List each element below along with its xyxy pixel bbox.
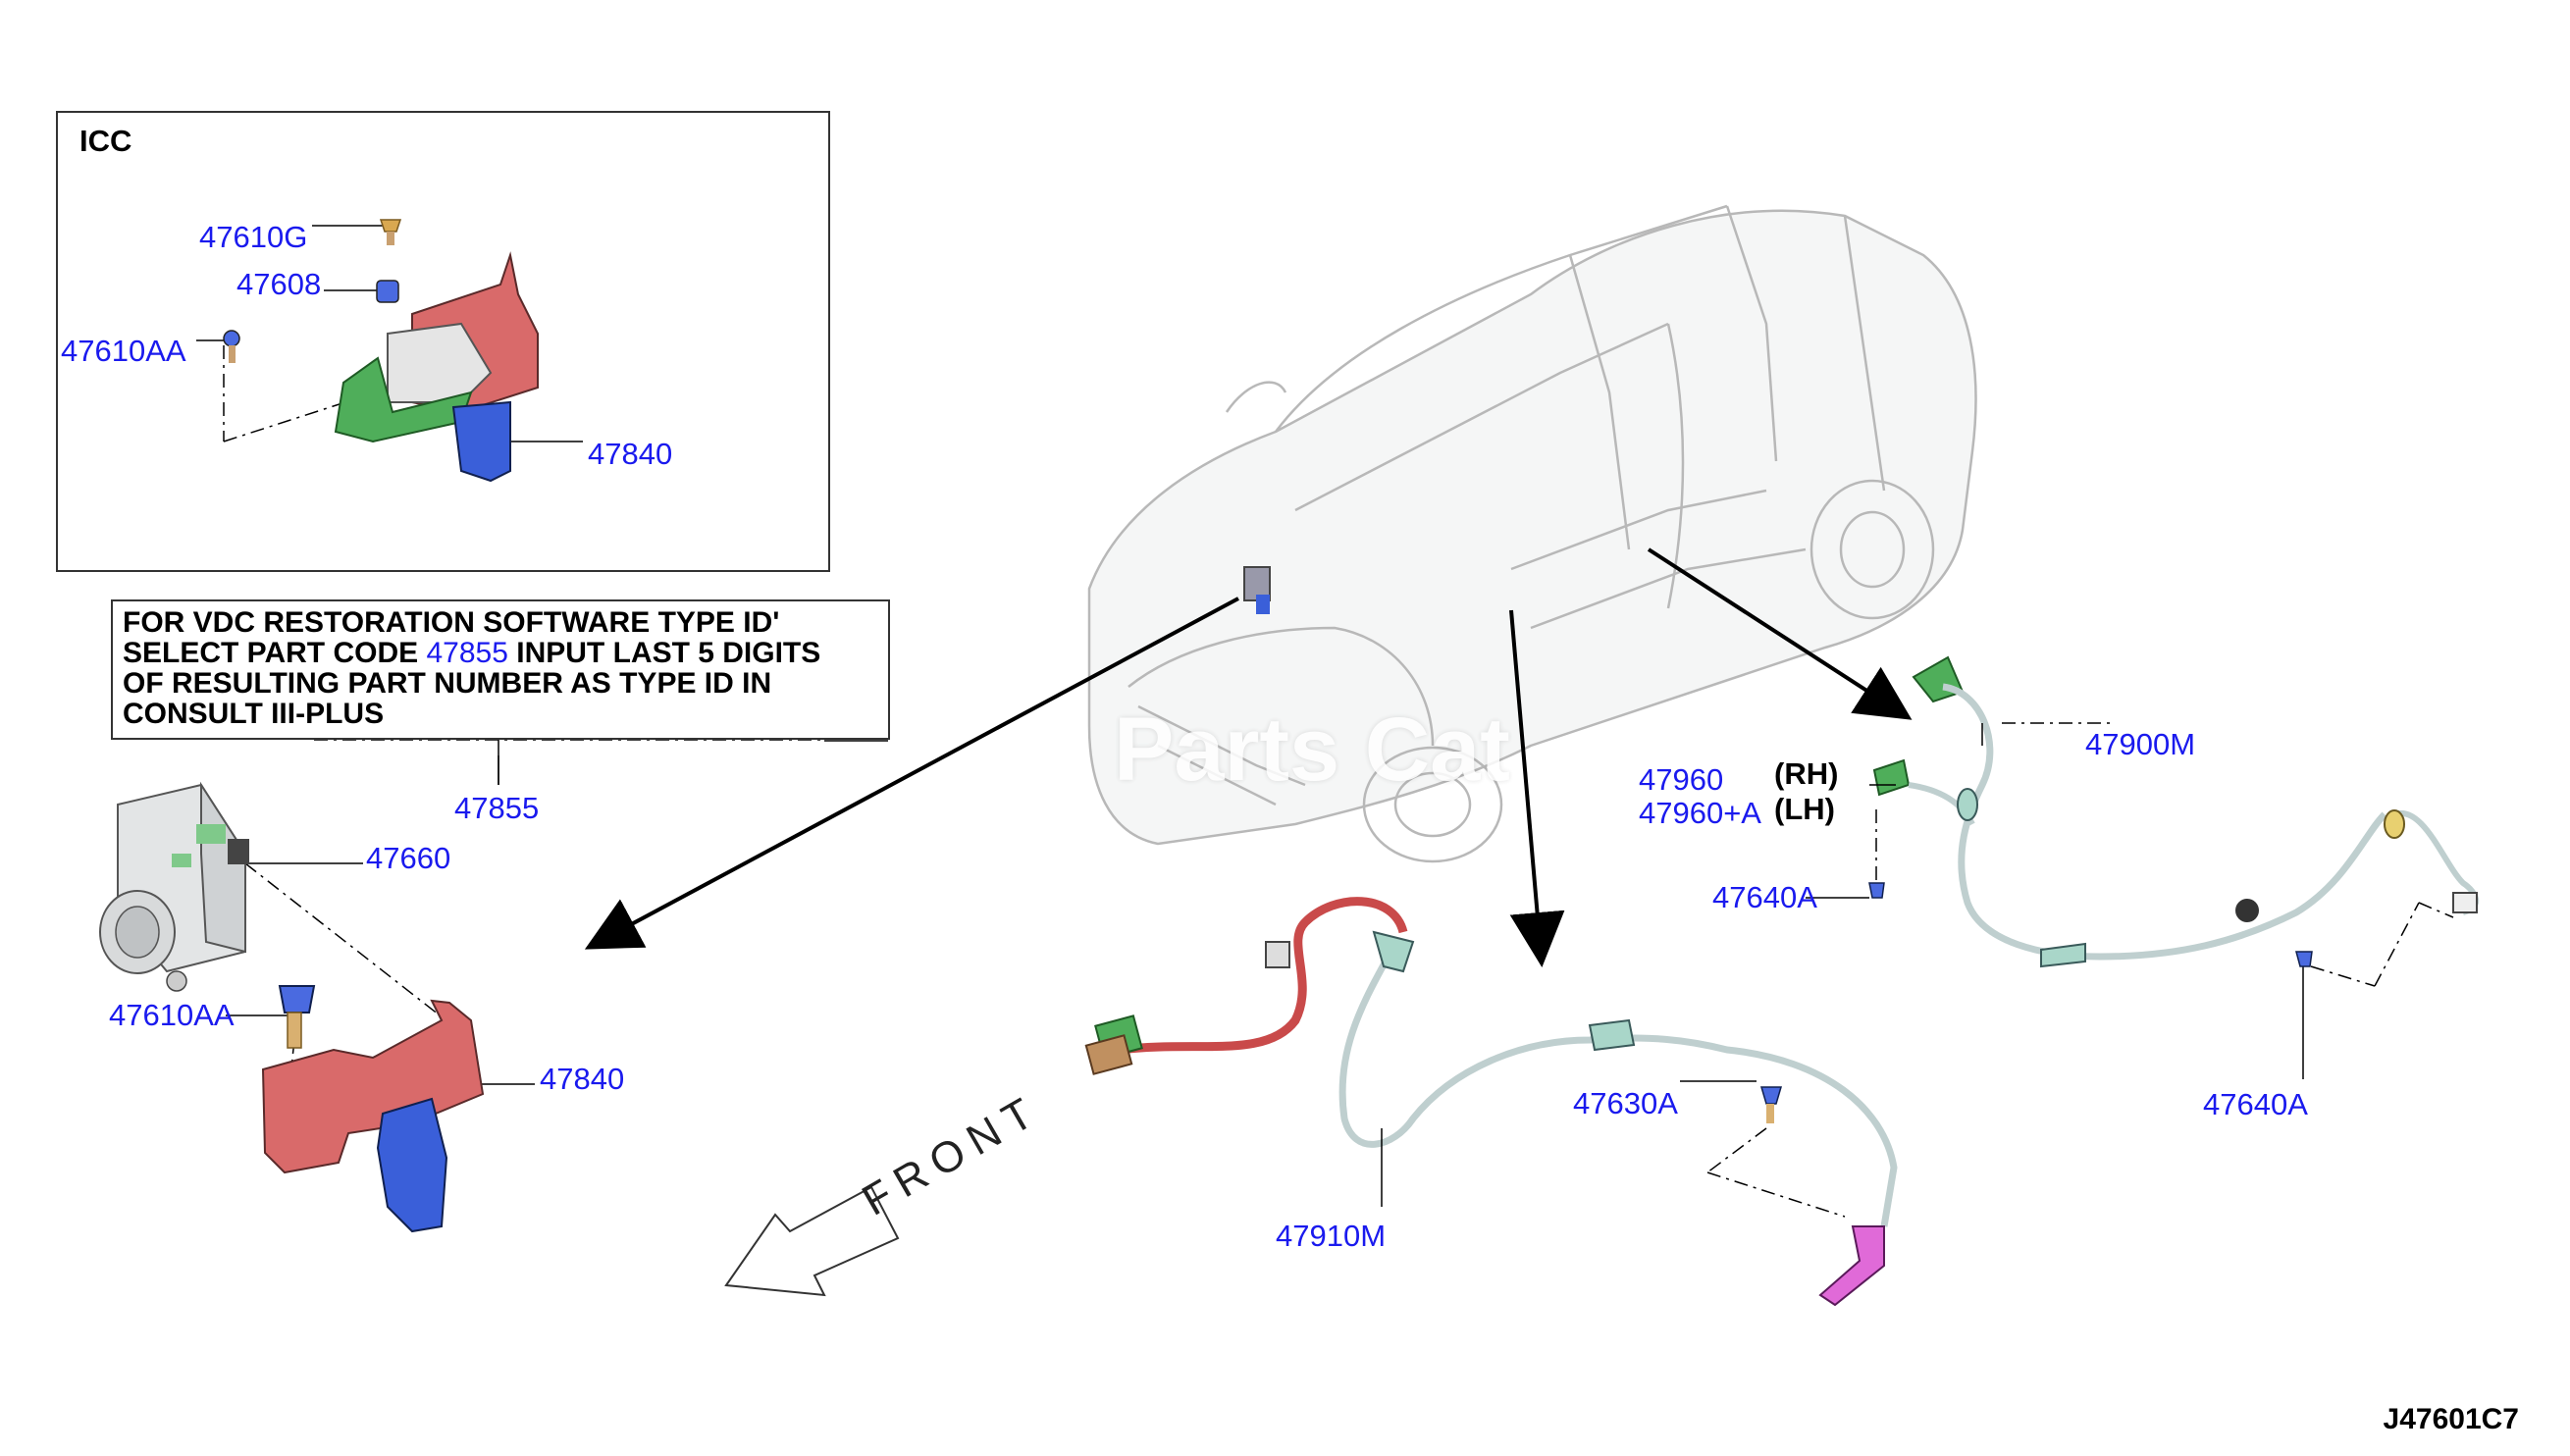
part-label-47610G[interactable]: 47610G xyxy=(199,220,308,254)
arrow-to-abs-unit xyxy=(584,597,1239,950)
note-part-code-link[interactable]: 47855 xyxy=(426,637,508,669)
part-label-47640A-right[interactable]: 47640A xyxy=(2203,1087,2308,1121)
front-harness-group xyxy=(1084,897,1898,1307)
icc-inset-panel: ICC xyxy=(56,111,830,572)
part-label-47608[interactable]: 47608 xyxy=(236,267,322,301)
part-label-47840[interactable]: 47840 xyxy=(540,1062,625,1096)
side-label-lh: (LH) xyxy=(1774,792,1835,826)
note-line-2-suffix: INPUT LAST 5 DIGITS xyxy=(507,637,821,669)
inset-parts xyxy=(196,219,583,483)
front-label: FRONT xyxy=(855,1084,1050,1224)
part-label-47910M[interactable]: 47910M xyxy=(1276,1219,1387,1253)
rear-harness-group xyxy=(1806,655,2480,1079)
vdc-restoration-note: FOR VDC RESTORATION SOFTWARE TYPE ID' SE… xyxy=(111,599,890,740)
inset-title: ICC xyxy=(79,124,132,158)
diagram-code: J47601C7 xyxy=(2383,1403,2519,1435)
part-label-47840-inset[interactable]: 47840 xyxy=(588,437,673,471)
part-label-47960A[interactable]: 47960+A xyxy=(1639,796,1761,830)
vehicle-illustration xyxy=(1087,204,1977,863)
note-line-2-prefix: SELECT PART CODE xyxy=(123,637,427,669)
part-label-47640A-left[interactable]: 47640A xyxy=(1712,880,1817,914)
part-label-47610AA-inset[interactable]: 47610AA xyxy=(61,334,186,368)
part-label-47960[interactable]: 47960 xyxy=(1639,762,1724,797)
part-label-47610AA[interactable]: 47610AA xyxy=(109,998,235,1032)
part-label-47660[interactable]: 47660 xyxy=(366,841,451,875)
abs-actuator-group xyxy=(99,755,535,1233)
watermark-text: Parts Cat xyxy=(1114,700,1510,800)
note-line-3: OF RESULTING PART NUMBER AS TYPE ID IN xyxy=(123,667,772,700)
front-direction-indicator xyxy=(724,1185,900,1297)
side-label-rh: (RH) xyxy=(1774,756,1839,791)
note-line-1: FOR VDC RESTORATION SOFTWARE TYPE ID' xyxy=(123,606,780,639)
note-line-4: CONSULT III-PLUS xyxy=(123,698,385,730)
note-line-2: SELECT PART CODE 47855 INPUT LAST 5 DIGI… xyxy=(123,638,878,668)
part-label-47630A[interactable]: 47630A xyxy=(1573,1086,1678,1120)
arrow-to-front-sensor xyxy=(1509,609,1565,967)
part-label-47855[interactable]: 47855 xyxy=(454,791,540,825)
arrow-to-rear-sensor xyxy=(1647,547,1913,720)
part-label-47900M[interactable]: 47900M xyxy=(2085,727,2196,761)
